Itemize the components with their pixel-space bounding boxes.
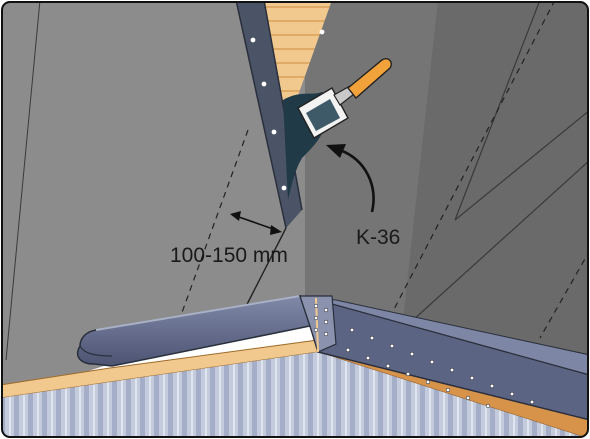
valley-line <box>239 227 287 319</box>
left-roof-plane <box>2 2 305 400</box>
nail-holes <box>250 29 325 191</box>
adhesive-arrow <box>339 148 375 213</box>
overlap-dimension-arrow <box>230 211 282 235</box>
overlap-guide-lines <box>179 2 588 341</box>
overlap-label: 100-150 mm <box>170 244 288 267</box>
gutter-rivets <box>313 303 535 409</box>
spatula-icon <box>297 58 392 139</box>
valley-gutter-strip <box>236 2 302 228</box>
adhesive-label: K-36 <box>356 226 400 249</box>
corrugated-wall <box>2 352 588 437</box>
